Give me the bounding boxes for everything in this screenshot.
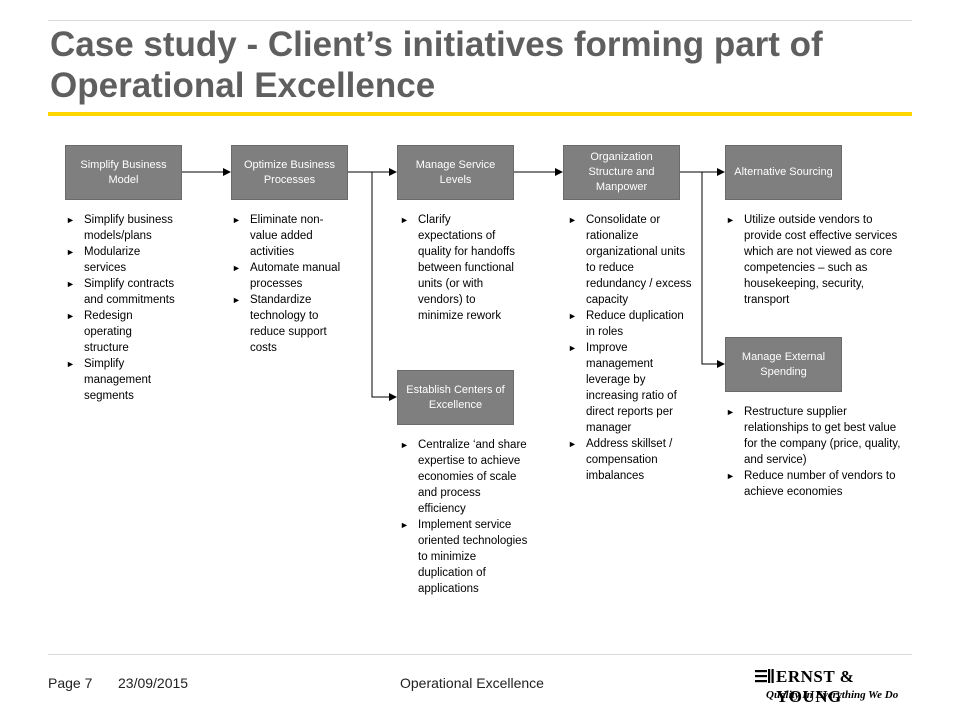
bullet-item: Simplify contracts and commitments <box>66 276 176 308</box>
branch-to-centers <box>371 172 397 401</box>
box-label: Manage Service Levels <box>415 158 496 186</box>
box-optimize-business-processes: Optimize Business Processes <box>231 145 348 200</box>
box-label: Alternative Sourcing <box>734 166 833 178</box>
bullets-organization-structure-and-manpower: Consolidate or rationalize organizationa… <box>568 212 692 484</box>
box-label: Establish Centers of Excellence <box>406 383 505 411</box>
box-organization-structure-and-manpower: Organization Structure and Manpower <box>563 145 680 200</box>
bullet-item: Reduce duplication in roles <box>568 308 692 340</box>
bullets-optimize-business-processes: Eliminate non-value added activities Aut… <box>232 212 344 356</box>
box-alternative-sourcing: Alternative Sourcing <box>725 145 842 200</box>
box-manage-external-spending: Manage External Spending <box>725 337 842 392</box>
box-label: Simplify Business Model <box>80 158 167 186</box>
box-establish-centers-of-excellence: Establish Centers of Excellence <box>397 370 514 425</box>
bullets-establish-centers-of-excellence: Centralize ‘and share expertise to achie… <box>400 437 528 597</box>
box-label: Organization Structure and Manpower <box>588 151 655 193</box>
box-label: Manage External Spending <box>741 350 826 378</box>
bullet-item: Eliminate non-value added activities <box>232 212 344 260</box>
bullet-item: Simplify business models/plans <box>66 212 176 244</box>
box-manage-service-levels: Manage Service Levels <box>397 145 514 200</box>
bullets-simplify-business-model: Simplify business models/plans Modulariz… <box>66 212 176 404</box>
logo-mark-icon <box>755 669 774 683</box>
bullets-alternative-sourcing: Utilize outside vendors to provide cost … <box>726 212 902 308</box>
top-rule <box>48 20 912 21</box>
bullet-item: Clarify expectations of quality for hand… <box>400 212 516 324</box>
bullet-item: Centralize ‘and share expertise to achie… <box>400 437 528 517</box>
bullet-item: Consolidate or rationalize organizationa… <box>568 212 692 308</box>
footer-rule <box>48 654 912 655</box>
footer-section: Operational Excellence <box>400 675 544 691</box>
bullet-item: Automate manual processes <box>232 260 344 292</box>
branch-to-spending <box>701 172 725 368</box>
bullet-item: Redesign operating structure <box>66 308 176 356</box>
bullet-item: Modularize services <box>66 244 176 276</box>
page-number: Page 7 <box>48 675 93 691</box>
bullet-item: Utilize outside vendors to provide cost … <box>726 212 902 308</box>
slide-title: Case study - Client’s initiatives formin… <box>50 25 823 105</box>
title-underline <box>48 112 912 116</box>
footer-date: 23/09/2015 <box>118 675 189 691</box>
bullets-manage-service-levels: Clarify expectations of quality for hand… <box>400 212 516 324</box>
box-label: Optimize Business Processes <box>243 158 336 186</box>
bullets-manage-external-spending: Restructure supplier relationships to ge… <box>726 404 902 500</box>
logo-tagline: Quality In Everything We Do <box>766 689 899 701</box>
box-simplify-business-model: Simplify Business Model <box>65 145 182 200</box>
bullet-item: Reduce number of vendors to achieve econ… <box>726 468 902 500</box>
bullet-item: Standardize technology to reduce support… <box>232 292 344 356</box>
bullet-item: Improve management leverage by increasin… <box>568 340 692 436</box>
bullet-item: Address skillset / compensation imbalanc… <box>568 436 692 484</box>
bullet-item: Restructure supplier relationships to ge… <box>726 404 902 468</box>
bullet-item: Implement service oriented technologies … <box>400 517 528 597</box>
logo-name: ERNST & YOUNG <box>776 667 855 706</box>
ernst-young-logo: ERNST & YOUNG Quality In Everything We D… <box>754 667 914 708</box>
bullet-item: Simplify management segments <box>66 356 176 404</box>
